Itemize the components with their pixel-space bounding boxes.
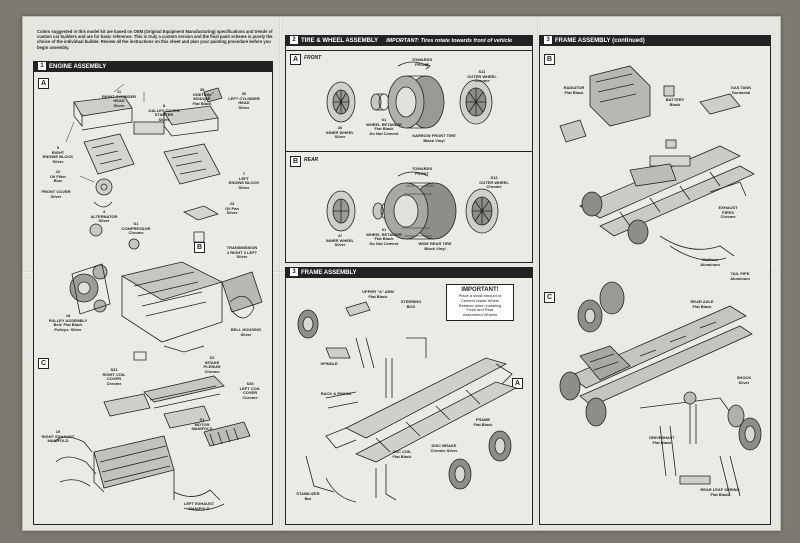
label-rear-leaf-spring: REAR LEAF SPRING Flat Black [700, 487, 740, 497]
rear-label: REAR [304, 157, 319, 163]
label-transmission: TRANSMISSION 2 RIGHT 3 LEFT Silver [226, 245, 258, 260]
label-ignition-module: 35 IGNITION MODULE Flat Black [192, 87, 212, 106]
label-steering-box: STEERING BOX [400, 299, 422, 309]
label-driveshaft: DRIVESHAFT Flat Black [649, 435, 675, 445]
label-mufflers: Mufflers Aluminum [700, 257, 720, 267]
label-frame: FRAME Flat Black [473, 417, 493, 427]
section-number: 2 [290, 36, 298, 45]
front-tire-step [286, 50, 532, 152]
section-number: 1 [38, 62, 46, 71]
important-body: Place a small amount of Cement inside Wh… [458, 293, 502, 318]
label-spindle: SPINDLE [320, 361, 338, 366]
label-shock: SHOCK Silver [736, 375, 752, 385]
label-inner-wheel-front: 36 INNER WHEEL Silver [326, 125, 354, 140]
label-radiator: RADIATOR Flat Black [563, 85, 585, 95]
label-right-coil-cover: S31 RIGHT COIL COVER Chrome [102, 367, 126, 386]
label-narrow-front-tire: NARROW FRONT TIRE Black Vinyl [412, 133, 456, 143]
step-letter-c: C [544, 292, 555, 303]
label-oil-pan: 23 Oil Pan Silver [225, 201, 239, 216]
step-letter-a: A [38, 78, 49, 89]
engine-diagram [53, 83, 263, 511]
label-tail-pipe: TAIL PIPE Aluminum [730, 271, 750, 281]
label-rear-axle: REAR AXLE Flat Black [690, 299, 714, 309]
step-letter-b: B [290, 156, 301, 167]
label-left-cylinder-head: 30 LEFT CYLINDER HEAD Silver [228, 91, 260, 110]
label-oil-filter: 22 Oil Filter Blue [49, 169, 67, 184]
label-pulley-assembly: 18 PULLEY ASSEMBLY Belt: Flat Black Pull… [48, 313, 88, 332]
label-intake-plenum: S2 INTAKE PLENUM Chrome [203, 355, 221, 374]
label-left-engine-block: 7 LEFT ENGINE BLOCK Silver [228, 171, 260, 190]
label-disc-brake: DISC BRAKE Chrome Silver [430, 443, 458, 453]
label-left-exhaust-manifold: LEFT EXHAUST MANIFOLD [183, 501, 215, 511]
label-battery: BATTERY Black [665, 97, 685, 107]
section-number: 3 [290, 268, 298, 277]
label-rack-pinion: RACK & PINION [320, 391, 352, 396]
frame-diagram [297, 301, 518, 503]
section-title: ENGINE ASSEMBLY [49, 64, 107, 70]
label-motor-manifold: S1 MOTOR MANIFOLD [191, 417, 213, 432]
step-letter-b: B [194, 242, 205, 253]
towards-front-label: TOWARDS FRONT [411, 166, 433, 176]
label-starter: 8 GALLEY COVER STARTER Silver [148, 103, 180, 122]
section-title: FRAME ASSEMBLY (continued) [555, 38, 645, 44]
section-title: FRAME ASSEMBLY [301, 270, 357, 276]
label-outer-wheel-front: S11 OUTER WHEEL Chrome [467, 69, 497, 84]
front-label: FRONT [304, 55, 322, 61]
label-right-exhaust-manifold: 19 RIGHT EXHAUST MANIFOLD [41, 429, 75, 444]
section-number: 3 [544, 36, 552, 45]
label-wheel-retainer: 61 WHEEL RETAINER Flat Black Do Not Ceme… [366, 117, 402, 136]
important-title: IMPORTANT! [461, 287, 499, 293]
label-wide-rear-tire: WIDE REAR TIRE Black Vinyl [418, 241, 452, 251]
step-letter-b: B [544, 54, 555, 65]
frame-continued-diagram [559, 65, 762, 497]
label-stabilizer: STABILIZER Bar [296, 491, 320, 501]
label-bell-housing: BELL HOUSING Silver [230, 327, 262, 337]
label-compressor: S1 COMPRESSOR Chrome [121, 221, 151, 236]
label-coil: 2/6C COIL Flat Black [392, 449, 412, 459]
step-letter-a: A [290, 54, 301, 65]
label-wheel-retainer: 61 WHEEL RETAINER Flat Black Do Not Ceme… [366, 227, 402, 246]
step-letter-a: A [512, 378, 523, 389]
tire-important-note: IMPORTANT: Tires rotate towards front of… [386, 38, 513, 44]
important-note-box: IMPORTANT! Place a small amount of Cemen… [446, 284, 514, 321]
section-title: TIRE & WHEEL ASSEMBLY [301, 38, 379, 44]
towards-front-label: TOWARDS FRONT [411, 57, 433, 67]
label-outer-wheel-rear: S12 OUTER WHEEL Chrome [479, 175, 509, 190]
label-right-engine-block: 9 RIGHT ENGINE BLOCK Silver [42, 145, 74, 164]
label-gas-tank: GAS TANK Gunmetal [730, 85, 752, 95]
label-right-cylinder-head: 11 RIGHT CYLINDER HEAD Silver [102, 89, 136, 108]
label-inner-wheel-rear: 47 INNER WHEEL Silver [326, 233, 354, 248]
intro-text: Colors suggested in this model kit are b… [37, 29, 273, 50]
step-letter-c: C [38, 358, 49, 369]
label-upper-a-arm: UPPER "A" ARM Flat Black [362, 289, 394, 299]
instruction-sheet: Colors suggested in this model kit are b… [22, 16, 781, 531]
tire-diagram [326, 61, 499, 240]
label-left-coil-cover: S35 LEFT COIL COVER Chrome [239, 381, 261, 400]
label-exhaust-pipes: EXHAUST PIPES Chrome [718, 205, 738, 220]
label-alternator: 4 ALTERNATOR Silver [90, 209, 118, 224]
label-front-cover: FRONT COVER Silver [41, 189, 71, 199]
